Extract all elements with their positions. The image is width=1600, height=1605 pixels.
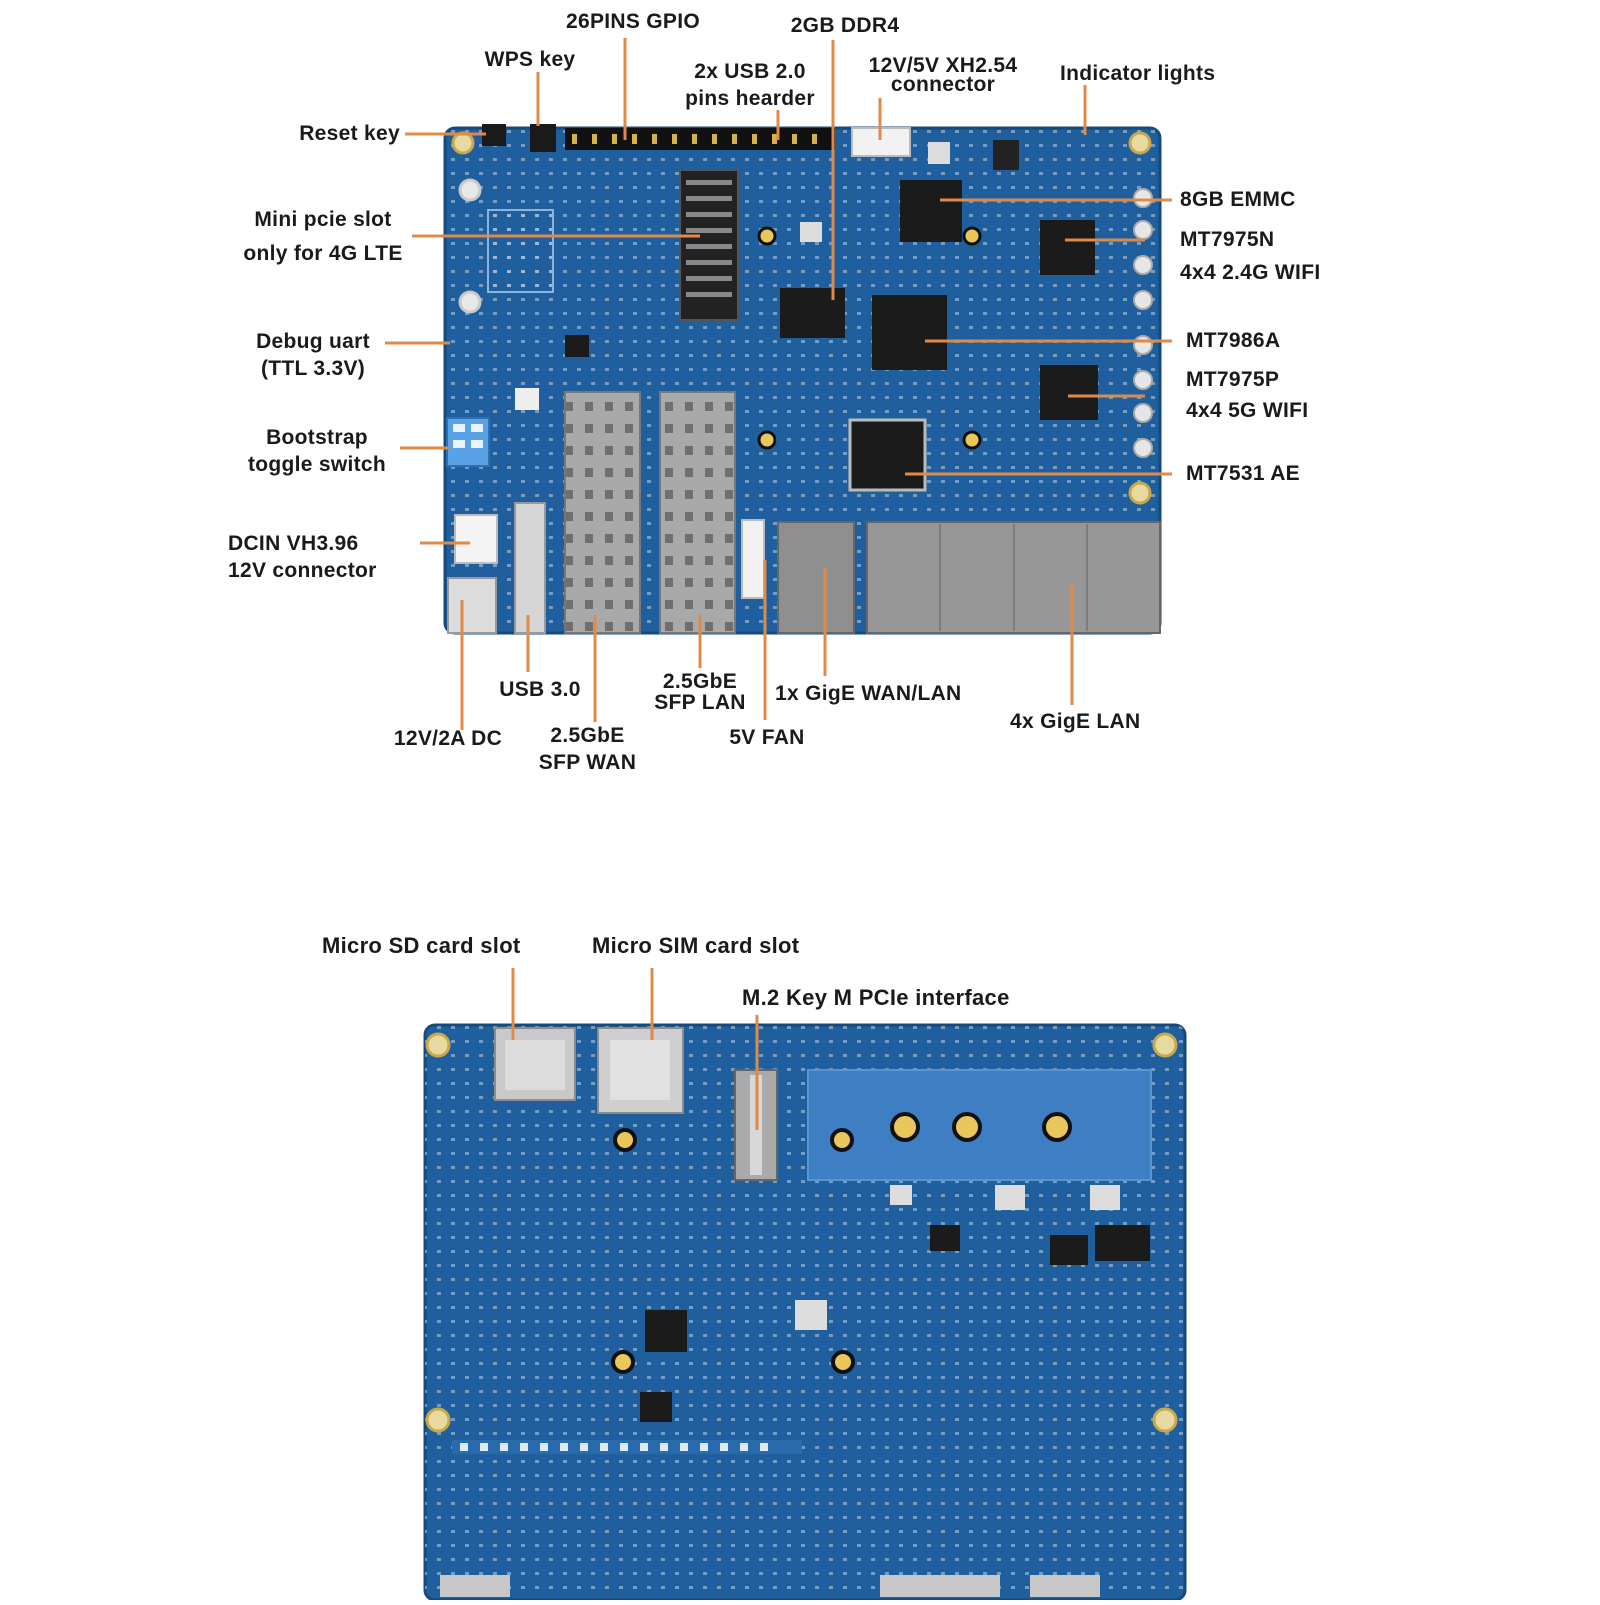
mt7975p-chip bbox=[1040, 365, 1098, 420]
top-leader-lines bbox=[385, 38, 1172, 730]
mount-hole bbox=[425, 1407, 451, 1433]
label-reset: Reset key bbox=[299, 122, 400, 145]
sfp-wan-cage bbox=[564, 391, 641, 634]
label-dc: 12V/2A DC bbox=[393, 727, 503, 750]
mount-hole bbox=[425, 1032, 451, 1058]
mount-hole bbox=[451, 131, 475, 155]
emmc-chip bbox=[900, 180, 962, 242]
mount-hole bbox=[1128, 481, 1152, 505]
reset-key bbox=[482, 124, 506, 146]
fan-connector bbox=[741, 519, 765, 599]
label-wps: WPS key bbox=[484, 48, 576, 71]
standoff bbox=[962, 226, 982, 246]
label-gpio: 26PINS GPIO bbox=[565, 10, 701, 33]
label-ddr4: 2GB DDR4 bbox=[790, 14, 900, 37]
label-mt7531: MT7531 AE bbox=[1186, 462, 1300, 485]
label-micro-sim: Micro SIM card slot bbox=[592, 933, 800, 958]
label-debug: Debug uart(TTL 3.3V) bbox=[256, 330, 370, 380]
mount-hole bbox=[458, 178, 482, 202]
label-indicator: Indicator lights bbox=[1060, 62, 1216, 85]
label-gige4: 4x GigE LAN bbox=[1010, 710, 1141, 733]
label-m2: M.2 Key M PCIe interface bbox=[742, 985, 1010, 1010]
dc-jack bbox=[447, 577, 497, 634]
sfp-lan-cage bbox=[659, 391, 736, 634]
usb3-port bbox=[514, 502, 546, 634]
mount-hole bbox=[1152, 1032, 1178, 1058]
standoff bbox=[757, 226, 777, 246]
label-micro-sd: Micro SD card slot bbox=[322, 933, 521, 958]
dcin-connector bbox=[454, 514, 498, 564]
ddr4-chip bbox=[780, 288, 845, 338]
bottom-leader-lines bbox=[511, 968, 759, 1130]
label-emmc: 8GB EMMC bbox=[1180, 188, 1296, 211]
standoff bbox=[757, 430, 777, 450]
label-gige1: 1x GigE WAN/LAN bbox=[775, 682, 962, 705]
mount-hole bbox=[1152, 1407, 1178, 1433]
label-fan: 5V FAN bbox=[729, 726, 805, 749]
label-mt7986a: MT7986A bbox=[1186, 329, 1281, 352]
label-usb3: USB 3.0 bbox=[499, 678, 581, 701]
top-board bbox=[443, 124, 1162, 635]
mount-hole bbox=[1128, 131, 1152, 155]
gpio-header bbox=[565, 128, 835, 150]
mount-hole bbox=[458, 290, 482, 314]
mt7531-chip bbox=[848, 418, 927, 492]
wps-key bbox=[530, 124, 556, 152]
standoff bbox=[962, 430, 982, 450]
mt7986a-chip bbox=[872, 295, 947, 370]
mt7975n-chip bbox=[1040, 220, 1095, 275]
gige-wan-port bbox=[777, 521, 855, 634]
bottom-board bbox=[423, 1023, 1187, 1602]
